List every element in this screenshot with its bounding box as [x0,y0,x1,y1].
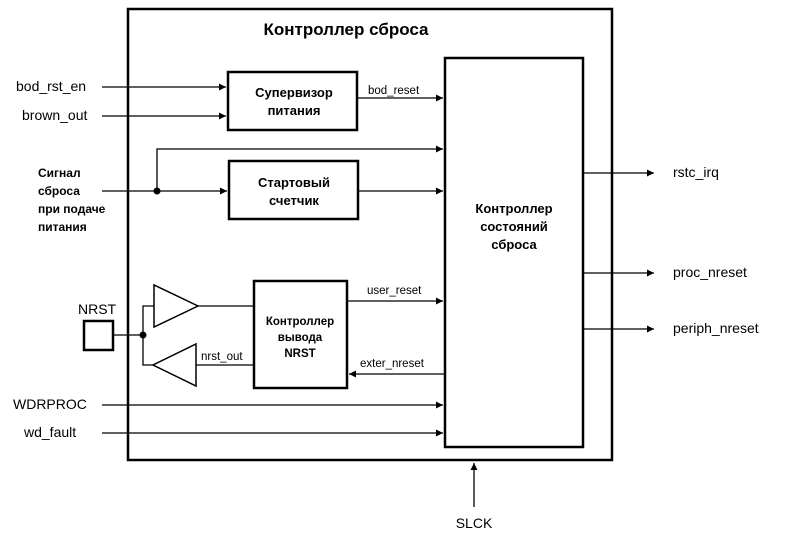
state-controller-label-2: состояний [480,219,548,234]
por-label-3: при подаче [38,202,106,216]
nrst-controller-label-2: вывода [278,332,323,344]
nrst-controller-label-1: Контроллер [266,316,334,328]
state-controller-label-1: Контроллер [475,201,552,216]
nrst-out-label: nrst_out [201,351,243,363]
start-counter-block [227,159,360,221]
user-reset-label: user_reset [367,285,422,297]
rstc-irq-label: rstc_irq [673,164,719,180]
start-counter-label-1: Стартовый [258,175,330,190]
periph-nreset-label: periph_nreset [673,320,759,336]
nrst-pin-label: NRST [78,301,117,317]
por-label-1: Сигнал [38,166,81,180]
exter-nreset-label: exter_nreset [360,358,425,370]
supervisor-label-2: питания [268,103,321,118]
por-bypass-wire [156,145,443,191]
brown-out-label: brown_out [22,107,87,123]
por-label-4: питания [38,220,87,234]
supervisor-label-1: Супервизор [255,85,333,100]
bod-rst-en-label: bod_rst_en [16,78,86,94]
supervisor-block [226,70,359,132]
wdrproc-label: WDRPROC [13,396,87,412]
input-buffer [153,283,200,329]
state-controller-label-3: сброса [491,237,537,252]
slck-label: SLCK [456,515,493,531]
start-counter-label-2: счетчик [269,193,319,208]
nrst-out-buffer-wire [142,335,153,366]
nrst-controller-label-3: NRST [284,348,315,360]
diagram-title: Контроллер сброса [263,20,429,39]
nrst-pad [82,319,115,352]
state-controller-block [443,56,585,449]
nrst-in-buffer-wire [142,305,154,335]
por-label-2: сброса [38,184,80,198]
proc-nreset-label: proc_nreset [673,264,747,280]
bod-reset-label: bod_reset [368,85,420,97]
nrst-controller-block [252,279,349,390]
wd-fault-label: wd_fault [23,424,76,440]
